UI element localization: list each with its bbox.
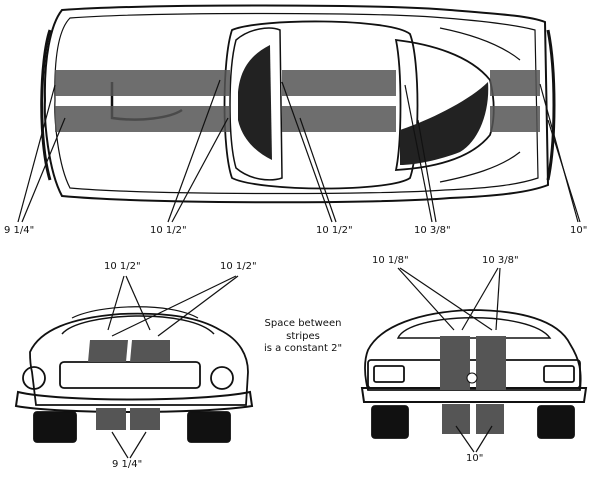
top-hood-stripe-label: 10 3/8" [414, 225, 451, 236]
top-rear-width-label: 9 1/4" [4, 225, 35, 236]
front-bottom-label: 9 1/4" [112, 459, 143, 470]
rear-view-leaders [397, 267, 501, 453]
top-trunk-stripe-label: 10 1/2" [150, 225, 187, 236]
rear-view-stripes [440, 336, 506, 434]
stripe-spacing-note: Space between stripes is a constant 2" [248, 318, 358, 356]
top-view-stripes [55, 45, 540, 165]
top-roof-stripe-label: 10 1/2" [316, 225, 353, 236]
front-top-right-label: 10 1/2" [220, 261, 257, 272]
front-view-stripes [88, 340, 170, 430]
rear-bottom-label: 10" [466, 453, 484, 464]
front-view-leaders [107, 275, 239, 459]
note-line-3: is a constant 2" [263, 343, 343, 354]
top-front-width-label: 10" [570, 225, 588, 236]
rear-view-car [360, 309, 588, 439]
note-line-2: stripes [286, 330, 320, 342]
rear-top-right-label: 10 3/8" [482, 255, 519, 266]
rear-top-left-label: 10 1/8" [372, 255, 409, 266]
note-line-1: Space between [264, 318, 342, 329]
front-top-left-label: 10 1/2" [104, 261, 141, 272]
top-view-leaders [17, 79, 581, 223]
